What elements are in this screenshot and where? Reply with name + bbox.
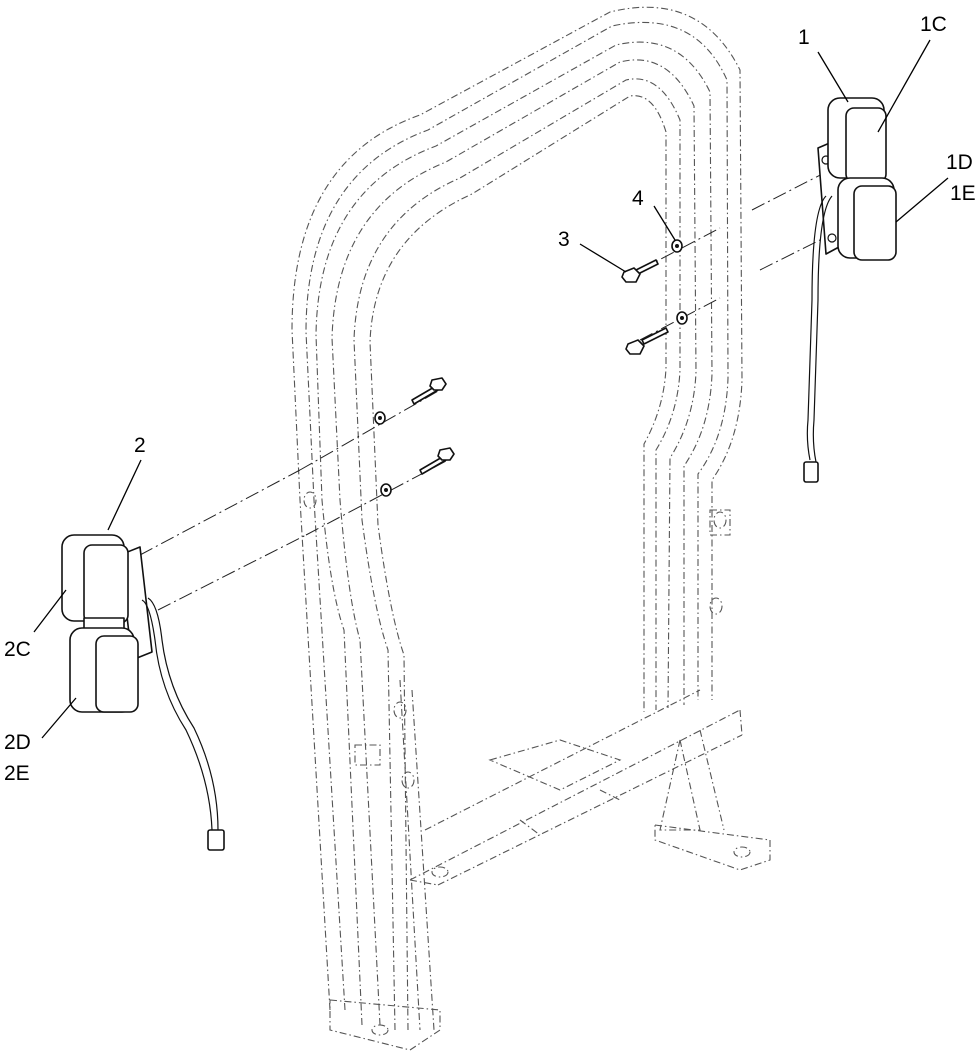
callout-2d: 2D [4, 731, 31, 754]
callout-1e: 1E [950, 182, 976, 205]
leader-lines [33, 39, 949, 739]
callout-labels: 1 1C 1D 1E 2 2C 2D 2E 3 4 [4, 13, 976, 785]
lamp-lens-1d [853, 185, 897, 261]
bracket-hole-lower-right [827, 233, 837, 243]
bolt-3b-head [625, 339, 645, 355]
callout-4: 4 [632, 187, 644, 210]
lamp-assembly-left [61, 534, 225, 851]
bolt-shank-3a [635, 259, 659, 275]
callout-1d: 1D [946, 151, 973, 174]
lamp-assembly-right [803, 97, 897, 483]
harness-connector-left [207, 829, 225, 851]
callout-2: 2 [134, 434, 146, 457]
bolt-shank-3b [641, 327, 669, 345]
callout-1: 1 [798, 26, 810, 49]
lamp-harness-left [141, 599, 213, 831]
lamp-lens-2d [95, 635, 139, 713]
bolt-head-left-upper [429, 377, 447, 391]
callout-3: 3 [558, 228, 570, 251]
alignment-center-lines [139, 169, 841, 611]
harness-connector-right [803, 461, 819, 483]
frame-phantom [291, 6, 771, 1051]
bolt-head-left-lower [437, 447, 455, 461]
callout-1c: 1C [920, 13, 947, 36]
lamp-harness-right [806, 195, 827, 461]
lamp-lens-2c [83, 544, 129, 624]
callout-2e: 2E [4, 762, 30, 785]
callout-2c: 2C [4, 638, 31, 661]
bolt-3-head [621, 267, 641, 283]
lamp-lens-1c [845, 107, 887, 183]
hardware [374, 239, 688, 497]
